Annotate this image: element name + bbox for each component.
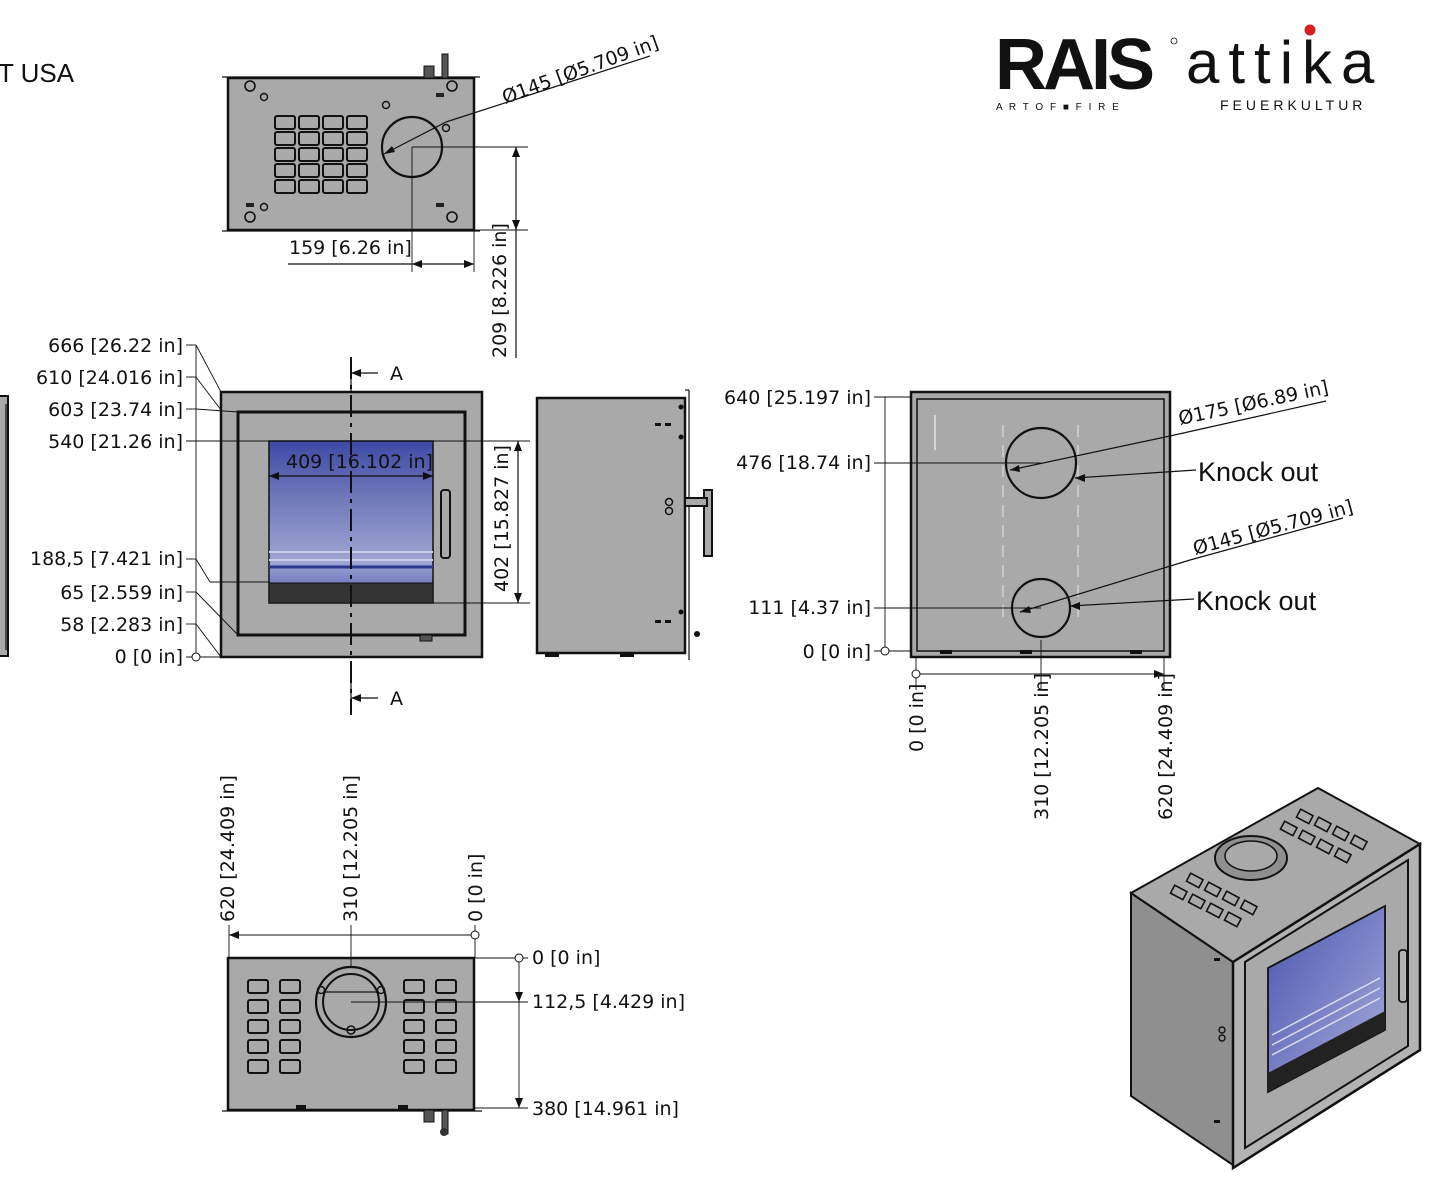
logo-tagline-left: A R T O F ■ F I R E [996,102,1121,113]
top-view-horizontal-dimension: 159 [6.26 in] [289,237,412,259]
bottom-view-vent-slots-left [247,979,301,1074]
side-view-body [535,396,687,655]
front-view-height-0: 0 [0 in] [115,646,183,668]
bottom-view-width-0: 0 [0 in] [465,854,487,922]
side-view-handle [703,489,713,557]
isometric-handle [1398,949,1408,1003]
front-view: A A 409 [16.102 in] 666 [26.22 in] [30,335,530,715]
front-view-height-610: 610 [24.016 in] [36,367,183,389]
bottom-view-depth-0: 0 [0 in] [532,947,600,969]
side-view-glass-height: 402 [15.827 in] [491,445,513,592]
top-view: Ø145 [Ø5.709 in] 159 [6.26 in] 209 [8.22… [222,32,662,358]
back-view-height-476: 476 [18.74 in] [736,452,871,474]
front-view-glass-width: 409 [16.102 in] [286,451,433,473]
back-view-diameter-large: Ø175 [Ø6.89 in] [1176,377,1330,430]
front-view-height-58: 58 [2.283 in] [60,614,183,636]
brand-logo: RAIS attika A R T O F ■ F I R E FEUERKUL… [995,24,1383,113]
logo-dot-icon [1304,24,1316,36]
section-label-top: A [390,363,403,385]
front-view-height-666: 666 [26.22 in] [48,335,183,357]
registered-mark-icon [1170,37,1178,45]
back-view-width-620: 620 [24.409 in] [1155,673,1177,820]
bottom-view-depth-380: 380 [14.961 in] [532,1098,679,1120]
knock-out-label-top: Knock out [1198,457,1319,487]
front-view-height-188-5: 188,5 [7.421 in] [30,548,183,570]
top-view-vent-grid [274,115,368,194]
back-view-height-640: 640 [25.197 in] [724,387,871,409]
bottom-view-vent-slots-right [403,979,457,1074]
isometric-top-vents [1169,808,1369,928]
logo-brand-right: attika [1186,29,1383,96]
top-view-diameter-label: Ø145 [Ø5.709 in] [499,32,661,109]
bottom-view: 620 [24.409 in] 310 [12.205 in] 0 [0 in]… [217,775,685,1136]
front-view-height-dimensions: 666 [26.22 in] 610 [24.016 in] 603 [23.7… [30,335,269,668]
back-view-width-0: 0 [0 in] [906,684,928,752]
front-view-height-603: 603 [23.74 in] [48,399,183,421]
front-view-height-65: 65 [2.559 in] [60,582,183,604]
isometric-view [1129,786,1422,1171]
bottom-view-width-620: 620 [24.409 in] [217,775,239,922]
back-view-height-111: 111 [4.37 in] [748,597,871,619]
section-label-bottom: A [390,688,403,710]
back-view-diameter-small: Ø145 [Ø5.709 in] [1191,496,1356,560]
back-view: 640 [25.197 in] 476 [18.74 in] 111 [4.37… [724,377,1355,820]
logo-tagline-right: FEUERKULTUR [1220,97,1366,113]
front-view-height-540: 540 [21.26 in] [48,431,183,453]
back-view-width-310: 310 [12.205 in] [1031,673,1053,820]
bottom-view-depth-112-5: 112,5 [4.429 in] [532,991,685,1013]
bottom-view-width-310: 310 [12.205 in] [340,775,362,922]
back-view-height-0: 0 [0 in] [803,641,871,663]
partial-title: T USA [0,58,75,88]
knock-out-label-bottom: Knock out [1196,586,1317,616]
top-view-vertical-dimension: 209 [8.226 in] [489,223,511,358]
side-view: 402 [15.827 in] [491,389,713,660]
logo-brand-left: RAIS [995,25,1153,105]
section-view-edge [0,395,9,657]
door-handle [440,489,451,559]
